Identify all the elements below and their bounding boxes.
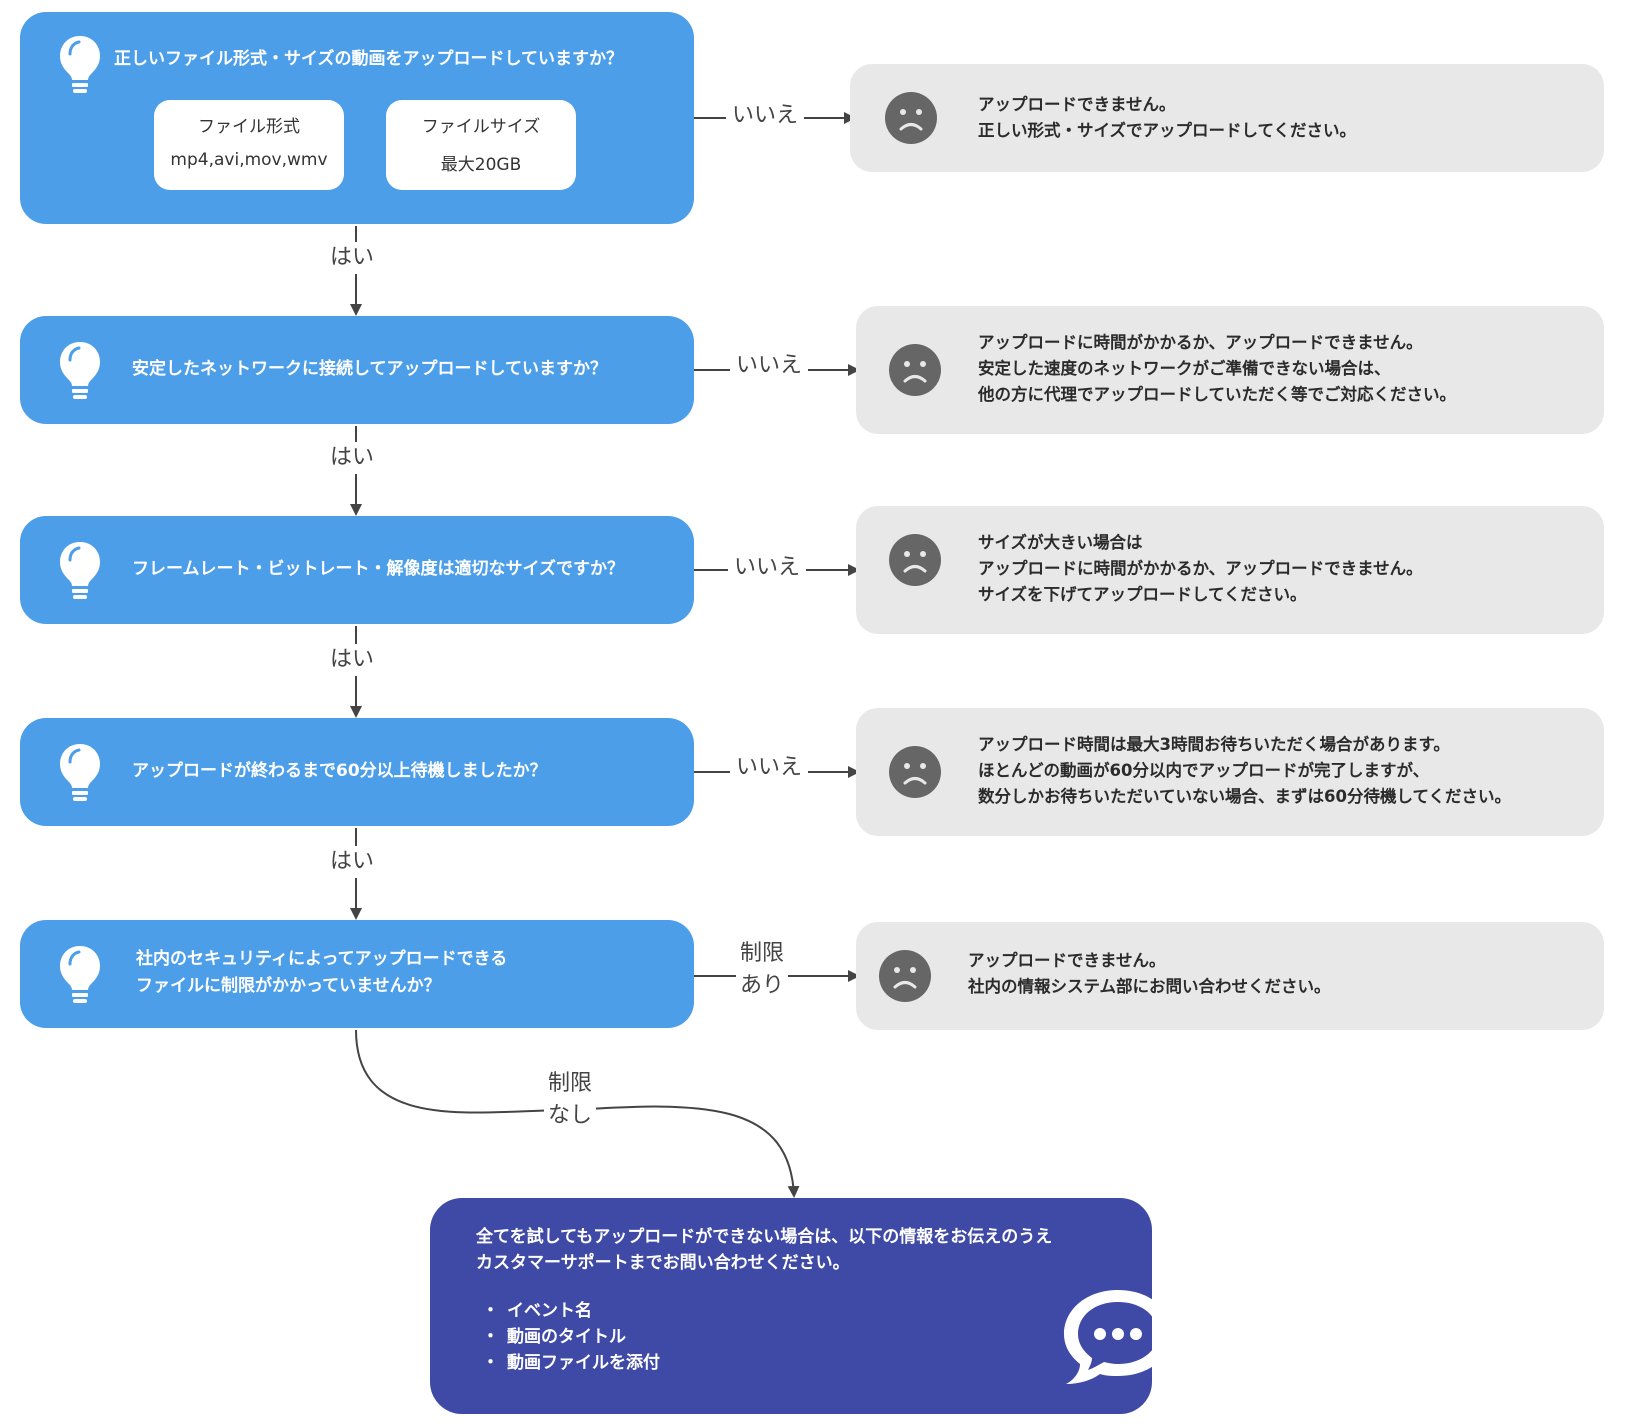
- question-box-2: 安定したネットワークに接続してアップロードしていますか？: [20, 316, 694, 424]
- yes-label-1: はい: [330, 242, 375, 274]
- answer-text-4-line2: ほとんどの動画が60分以内でアップロードが完了しますが、: [978, 761, 1430, 780]
- question-box-5: 社内のセキュリティによってアップロードできる ファイルに制限がかかっていませんか…: [20, 920, 694, 1028]
- chat-bubble-icon: [1064, 1290, 1152, 1384]
- answer-text-4-line3: 数分しかお待ちいただいていない場合、まずは60分待機してください。: [978, 787, 1511, 806]
- yes-label-3: はい: [330, 644, 375, 676]
- answer-box-4: アップロード時間は最大3時間お待ちいただく場合があります。 ほとんどの動画が60…: [856, 708, 1604, 836]
- final-info-list: イベント名 動画のタイトル 動画ファイルを添付: [480, 1298, 660, 1376]
- file-size-label: ファイルサイズ: [421, 117, 541, 137]
- no-label-4: いいえ: [730, 752, 809, 784]
- question-text-2: 安定したネットワークに接続してアップロードしていますか？: [132, 359, 607, 379]
- sad-face-icon: [889, 746, 941, 798]
- unrestricted-label-line1: 制限: [548, 1071, 593, 1096]
- question-box-3: フレームレート・ビットレート・解像度は適切なサイズですか？: [20, 516, 694, 624]
- no-label-1: いいえ: [726, 100, 805, 132]
- lightbulb-icon: [60, 342, 100, 399]
- no-label-2: いいえ: [730, 350, 809, 382]
- restricted-label: 制限 あり: [736, 938, 789, 1002]
- answer-text-5-line2: 社内の情報システム部にお問い合わせください。: [968, 977, 1331, 996]
- restricted-label-line2: あり: [740, 973, 785, 998]
- lightbulb-icon: [60, 744, 100, 801]
- answer-text-3-line2: アップロードに時間がかかるか、アップロードできません。: [978, 559, 1423, 578]
- answer-text-4-line1: アップロード時間は最大3時間お待ちいただく場合があります。: [978, 735, 1450, 754]
- lightbulb-icon: [60, 36, 100, 93]
- answer-box-2: アップロードに時間がかかるか、アップロードできません。 安定した速度のネットワー…: [856, 306, 1604, 434]
- unrestricted-label: 制限 なし: [544, 1068, 597, 1132]
- answer-text-1-line1: アップロードできません。: [978, 95, 1176, 114]
- final-info-item: 動画のタイトル: [507, 1324, 660, 1350]
- answer-text-1-line2: 正しい形式・サイズでアップロードしてください。: [978, 121, 1357, 140]
- lightbulb-icon: [60, 542, 100, 599]
- question-text-5-line2: ファイルに制限がかかっていませんか？: [136, 976, 441, 996]
- sad-face-icon: [889, 344, 941, 396]
- answer-text-3-line1: サイズが大きい場合は: [978, 533, 1143, 552]
- yes-label-4: はい: [330, 846, 375, 878]
- question-text-3: フレームレート・ビットレート・解像度は適切なサイズですか？: [132, 559, 624, 579]
- answer-text-2-line2: 安定した速度のネットワークがご準備できない場合は、: [978, 359, 1391, 378]
- question-text-4: アップロードが終わるまで60分以上待機しましたか？: [132, 761, 547, 781]
- answer-box-5: アップロードできません。 社内の情報システム部にお問い合わせください。: [856, 922, 1604, 1030]
- file-size-card: ファイルサイズ 最大20GB: [386, 100, 576, 190]
- question-text-1: 正しいファイル形式・サイズの動画をアップロードしていますか？: [114, 49, 623, 69]
- sad-face-icon: [889, 534, 941, 586]
- question-box-4: アップロードが終わるまで60分以上待機しましたか？: [20, 718, 694, 826]
- yes-label-2: はい: [330, 442, 375, 474]
- answer-box-1: アップロードできません。 正しい形式・サイズでアップロードしてください。: [850, 64, 1604, 172]
- no-label-3: いいえ: [728, 552, 807, 584]
- question-box-1: 正しいファイル形式・サイズの動画をアップロードしていますか？ ファイル形式 mp…: [20, 12, 694, 224]
- file-format-label: ファイル形式: [198, 117, 300, 137]
- file-format-card: ファイル形式 mp4,avi,mov,wmv: [154, 100, 344, 190]
- final-text-line2: カスタマーサポートまでお問い合わせください。: [476, 1253, 850, 1273]
- final-box: 全てを試してもアップロードができない場合は、以下の情報をお伝えのうえ カスタマー…: [430, 1198, 1152, 1414]
- file-format-value: mp4,avi,mov,wmv: [170, 150, 328, 170]
- file-size-value: 最大20GB: [440, 155, 522, 175]
- answer-text-3-line3: サイズを下げてアップロードしてください。: [978, 585, 1307, 604]
- question-text-5-line1: 社内のセキュリティによってアップロードできる: [136, 949, 508, 969]
- answer-text-2-line1: アップロードに時間がかかるか、アップロードできません。: [978, 333, 1423, 352]
- answer-box-3: サイズが大きい場合は アップロードに時間がかかるか、アップロードできません。 サ…: [856, 506, 1604, 634]
- final-info-item: イベント名: [507, 1298, 660, 1324]
- final-text-line1: 全てを試してもアップロードができない場合は、以下の情報をお伝えのうえ: [476, 1227, 1053, 1247]
- final-info-item: 動画ファイルを添付: [507, 1350, 660, 1376]
- lightbulb-icon: [60, 946, 100, 1003]
- unrestricted-label-line2: なし: [548, 1103, 593, 1128]
- sad-face-icon: [879, 950, 931, 1002]
- sad-face-icon: [885, 92, 937, 144]
- answer-text-5-line1: アップロードできません。: [968, 951, 1166, 970]
- answer-text-2-line3: 他の方に代理でアップロードしていただく等でご対応ください。: [978, 385, 1457, 404]
- restricted-label-line1: 制限: [740, 941, 785, 966]
